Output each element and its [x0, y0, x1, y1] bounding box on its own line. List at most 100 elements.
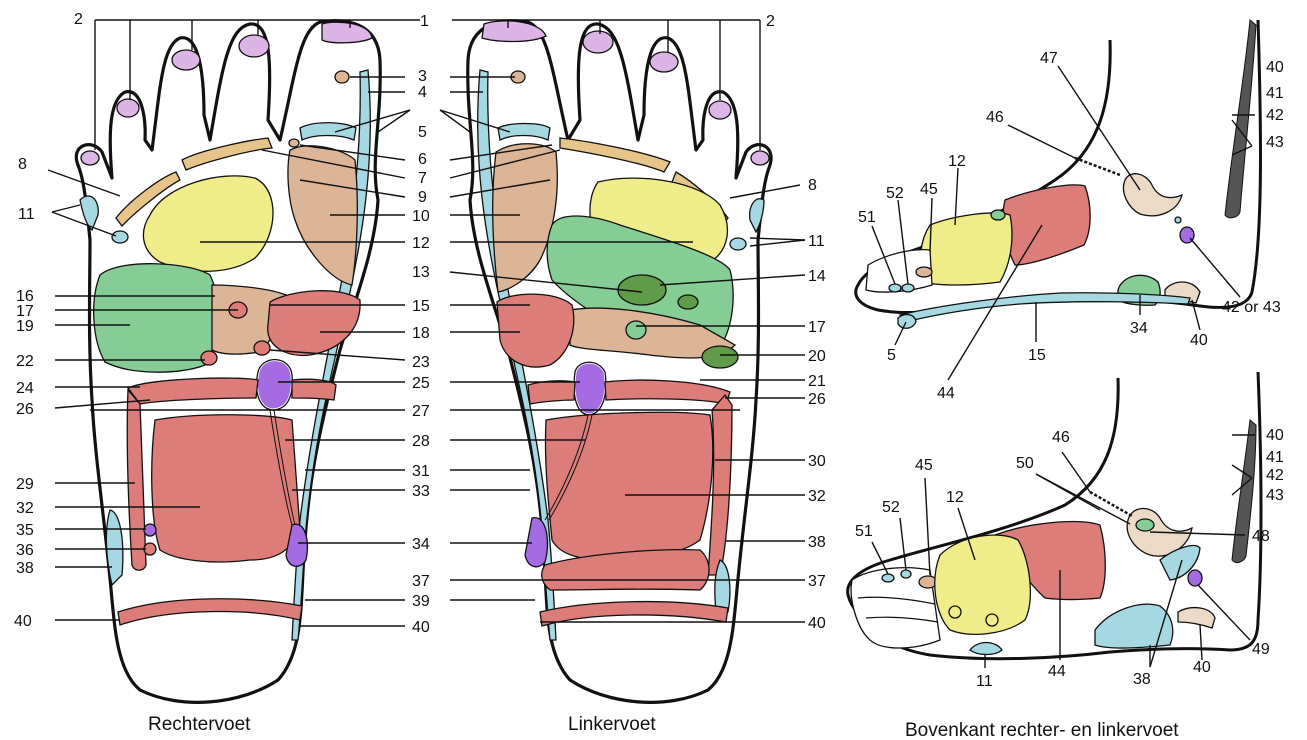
- toe-pad-small: [81, 151, 99, 165]
- label-22: 22: [16, 353, 34, 370]
- label-37: 37: [412, 573, 430, 590]
- label-45: 45: [920, 181, 938, 198]
- label-34: 34: [412, 536, 430, 553]
- toe-pad-4: [117, 99, 139, 117]
- label-52: 52: [882, 499, 900, 516]
- label-46: 46: [986, 109, 1004, 126]
- label-2: 2: [766, 13, 775, 30]
- label-15: 15: [1028, 347, 1046, 364]
- label-51: 51: [855, 523, 873, 540]
- label-9: 9: [418, 189, 427, 206]
- zone-32-intestine-l: [545, 412, 712, 560]
- label-32: 32: [808, 488, 826, 505]
- caption-left-foot: Linkervoet: [568, 714, 656, 735]
- label-19: 19: [16, 318, 34, 335]
- label-45: 45: [915, 457, 933, 474]
- point-23: [254, 341, 270, 355]
- label-21: 21: [808, 373, 826, 390]
- point-3: [335, 71, 349, 83]
- toe-pad-2: [239, 35, 269, 57]
- label-40: 40: [1190, 332, 1208, 349]
- label-51: 51: [858, 209, 876, 226]
- label-42-or-43: 42 or 43: [1222, 299, 1281, 316]
- label-40: 40: [1266, 59, 1284, 76]
- top-view-upper: 47 40 41 42 43 46 12 45 52 51 42 or 43 5…: [856, 20, 1284, 402]
- label-41: 41: [1266, 85, 1284, 102]
- zone-21-colon-l: [528, 381, 575, 404]
- point-6: [289, 139, 299, 147]
- point-48-green: [1136, 519, 1154, 531]
- zone-34-bladder-l: [525, 518, 547, 567]
- zone-12-upper: [920, 213, 1012, 285]
- label-35: 35: [16, 522, 34, 539]
- label-42: 42: [1266, 107, 1284, 124]
- label-40: 40: [1193, 659, 1211, 676]
- label-15: 15: [412, 298, 430, 315]
- point-11-right: [112, 231, 128, 243]
- label-33: 33: [412, 483, 430, 500]
- label-2: 2: [74, 11, 83, 28]
- label-25: 25: [412, 375, 430, 392]
- label-43: 43: [1266, 134, 1284, 151]
- zone-40-lower: [1178, 608, 1215, 628]
- label-18: 18: [412, 325, 430, 342]
- zone-44-upper: [1003, 185, 1090, 265]
- label-32: 32: [16, 500, 34, 517]
- toe-pad-2-l: [583, 31, 613, 53]
- label-12: 12: [946, 489, 964, 506]
- label-49: 49: [1252, 641, 1270, 658]
- toe-pad-4-l: [709, 101, 731, 119]
- label-12: 12: [948, 153, 966, 170]
- label-40: 40: [808, 615, 826, 632]
- label-47: 47: [1040, 50, 1058, 67]
- point-green-upper: [991, 210, 1005, 220]
- zone-38-heel-lower: [1095, 604, 1173, 648]
- big-toe-pad-l: [482, 21, 546, 42]
- label-40: 40: [14, 613, 32, 630]
- label-6: 6: [418, 151, 427, 168]
- toe-pad-3: [172, 50, 200, 70]
- top-view-lower: 40 41 42 43 46 50 45 12 52 51 48 49 44 1…: [848, 372, 1284, 690]
- point-20: [702, 346, 738, 368]
- label-5: 5: [418, 124, 427, 141]
- label-28: 28: [412, 433, 430, 450]
- point-35: [144, 524, 156, 536]
- point-17-left: [626, 321, 646, 339]
- label-20: 20: [808, 348, 826, 365]
- label-8: 8: [18, 156, 27, 173]
- toe-pad-3-l: [650, 52, 678, 72]
- label-41: 41: [1266, 449, 1284, 466]
- label-38: 38: [16, 560, 34, 577]
- label-3: 3: [418, 68, 427, 85]
- label-48: 48: [1252, 528, 1270, 545]
- label-1: 1: [420, 13, 429, 30]
- label-5: 5: [887, 347, 896, 364]
- tendon-strip-upper: [1225, 20, 1256, 218]
- toe-pad-small-l: [751, 151, 769, 165]
- label-44: 44: [1048, 663, 1066, 680]
- label-11: 11: [976, 673, 993, 690]
- label-42: 42: [1266, 467, 1284, 484]
- zone-5-upper: [898, 315, 916, 329]
- caption-right-foot: Rechtervoet: [148, 714, 251, 735]
- point-11-left: [730, 238, 746, 250]
- label-13: 13: [412, 264, 430, 281]
- big-toe-pad: [322, 22, 372, 43]
- label-50: 50: [1016, 455, 1034, 472]
- caption-top-view: Bovenkant rechter- en linkervoet: [905, 720, 1179, 740]
- zone-19-liver: [94, 264, 219, 372]
- label-8: 8: [808, 177, 817, 194]
- label-26: 26: [808, 391, 826, 408]
- zone-47-upper: [1123, 174, 1182, 216]
- zone-11-lower: [970, 643, 1002, 655]
- label-17: 17: [808, 319, 826, 336]
- point-49: [1188, 570, 1202, 586]
- label-46: 46: [1052, 429, 1070, 446]
- label-44: 44: [937, 385, 955, 402]
- label-31: 31: [412, 463, 430, 480]
- zone-12-lower: [935, 535, 1031, 634]
- label-29: 29: [16, 476, 34, 493]
- label-4: 4: [418, 84, 427, 101]
- zone-15-upper: [900, 293, 1190, 322]
